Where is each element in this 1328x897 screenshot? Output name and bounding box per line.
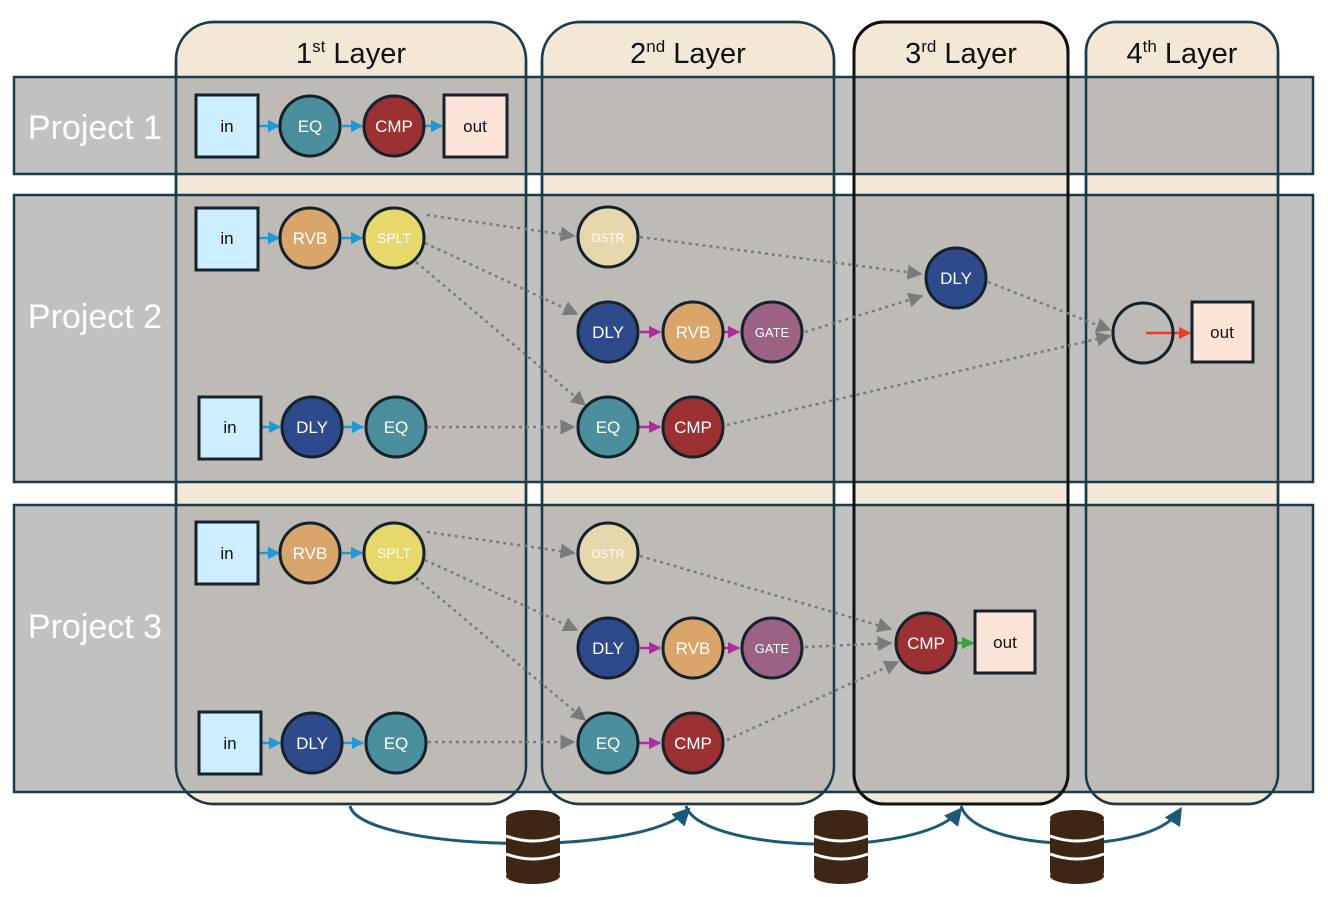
node-eq [278,94,342,158]
layer-header-4: 4th Layer [1127,37,1238,70]
edge-dstr-to-cmp-p3 [639,554,893,633]
node-label-rvb: RVB [293,229,328,248]
node-dly [280,395,344,459]
node-label-cmp: CMP [674,418,712,437]
edge-cmp-to-cmp-p3 [726,660,900,742]
project-label-2: Project 2 [28,298,162,336]
node-eq [576,711,640,775]
node-label-out: out [1210,323,1234,342]
layer-column-borders [174,20,1280,806]
node-label-dly: DLY [940,269,972,288]
node-in-box [197,710,263,776]
node-label-cmp: CMP [907,634,945,653]
node-eq [364,395,428,459]
transfer-arrow-2-3 [684,805,963,846]
node-label-eq: EQ [596,734,621,753]
node-label-dly: DLY [592,323,624,342]
node-dly [280,711,344,775]
node-in-box [197,395,263,461]
solid-arrows [259,119,1192,750]
database-icon [813,810,869,884]
node-cmp [362,94,426,158]
node-label-in: in [220,544,233,563]
node-label-eq: EQ [384,734,409,753]
node-in-box [194,520,260,586]
node-label-in: in [223,734,236,753]
node-dly [924,246,988,310]
edge-gate-to-cmp-p3 [804,636,893,652]
node-out-box [442,93,509,159]
node-label-eq: EQ [596,418,621,437]
node-label-out: out [993,633,1017,652]
node-label-dly: DLY [296,734,328,753]
edge-dstr-to-dly [639,235,923,280]
node-cmp [661,395,725,459]
node-label-eq: EQ [298,117,323,136]
node-splt [362,206,426,270]
database-icon [505,810,561,884]
node-label-splt: SPLT [377,230,411,246]
node-label-in: in [220,229,233,248]
node-eq [576,395,640,459]
node-label-eq: EQ [384,418,409,437]
edge-splt-to-eq-p3 [415,577,587,721]
project-label-3: Project 3 [28,608,162,646]
node-out-box [1190,300,1255,364]
node-label-rvb: RVB [676,639,711,658]
node-label-out: out [463,117,487,136]
node-in-box [194,93,260,159]
layer-header-1: 1st Layer [296,37,406,70]
node-dstr [576,205,640,269]
node-cmp [661,711,725,775]
node-label-cmp: CMP [674,734,712,753]
node-label-in: in [220,117,233,136]
node-label-rvb: RVB [676,323,711,342]
layer-header-2: 2nd Layer [630,37,746,70]
edge-cmp-to-sum [726,331,1112,427]
node-label-dly: DLY [296,418,328,437]
node-cmp [894,611,958,675]
node-label-dly: DLY [592,639,624,658]
project-label-1: Project 1 [28,109,162,147]
node-label-dstr: DSTR [592,231,625,245]
node-label-gate: GATE [755,641,790,656]
node-dstr [576,521,640,585]
node-dly [576,616,640,680]
layer-header-3: 3rd Layer [905,37,1017,70]
node-rvb [278,206,342,270]
project-labels: Project 1 Project 2 Project 3 [28,109,162,646]
node-label-gate: GATE [755,325,790,340]
node-gate [740,300,804,364]
node-labels: in EQ CMP out in RVB SPLT DSTR DLY RVB G… [220,117,1234,753]
layer-headers: 1st Layer 2nd Layer 3rd Layer 4th Layer [296,37,1238,70]
nodes [194,93,1255,776]
node-out-box [973,609,1037,675]
node-label-cmp: CMP [375,117,413,136]
node-rvb [661,616,725,680]
node-eq [364,711,428,775]
dotted-connections [415,213,1112,750]
node-rvb [278,521,342,585]
node-label-dstr: DSTR [592,547,625,561]
node-gate [740,616,804,680]
node-rvb [661,300,725,364]
node-sum [1111,301,1175,365]
node-in-box [194,206,260,272]
node-splt [362,521,426,585]
node-dly [576,300,640,364]
transfer-arrow-1-2 [348,805,691,845]
node-label-in: in [223,418,236,437]
node-label-splt: SPLT [377,545,411,561]
edge-dly-to-sum [987,280,1112,333]
database-icon [1049,810,1105,884]
node-label-rvb: RVB [293,544,328,563]
edge-splt-to-eq [415,261,587,406]
